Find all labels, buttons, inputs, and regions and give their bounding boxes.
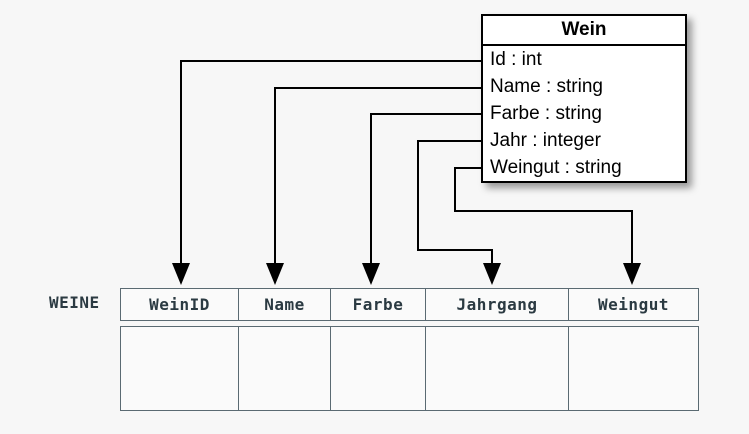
uml-attribute-id: Id : int bbox=[490, 49, 542, 70]
table-cell-farbe bbox=[331, 327, 426, 410]
connector-line bbox=[370, 113, 481, 266]
table-cell-name bbox=[239, 327, 331, 410]
uml-attribute-name: Name : string bbox=[490, 76, 603, 97]
down-arrow-icon bbox=[266, 263, 284, 285]
down-arrow-icon bbox=[483, 263, 501, 285]
column-header-weinid: WeinID bbox=[121, 289, 239, 320]
column-header-weingut: Weingut bbox=[598, 295, 669, 314]
connector-line bbox=[274, 87, 481, 266]
column-header-jahrgang: Jahrgang bbox=[426, 289, 569, 320]
table-header-row: WeinID Name Farbe Jahrgang Weingut bbox=[120, 288, 699, 321]
uml-attribute-weingut: Weingut : string bbox=[490, 157, 622, 178]
mapping-connector-id-to-weinid bbox=[172, 60, 481, 285]
down-arrow-icon bbox=[362, 263, 380, 285]
down-arrow-icon bbox=[172, 263, 190, 285]
uml-attribute-list: Id : int Name : string Farbe : string Ja… bbox=[483, 46, 685, 181]
mapping-connector-name-to-name bbox=[266, 87, 481, 285]
table-cell-weinid bbox=[121, 327, 239, 410]
mapping-connector-farbe-to-farbe bbox=[362, 113, 481, 285]
connector-line bbox=[180, 60, 481, 266]
column-header-name: Name bbox=[239, 289, 331, 320]
table-name-label: WEINE bbox=[49, 293, 100, 312]
table-cell-weingut bbox=[569, 327, 698, 410]
uml-class-box-wein[interactable]: Wein Id : int Name : string Farbe : stri… bbox=[481, 14, 687, 183]
uml-attribute-farbe: Farbe : string bbox=[490, 103, 602, 124]
column-header-farbe: Farbe bbox=[331, 289, 426, 320]
uml-class-name: Wein bbox=[483, 16, 685, 46]
table-cell-jahrgang bbox=[426, 327, 569, 410]
table-row bbox=[120, 326, 699, 411]
down-arrow-icon bbox=[623, 263, 641, 285]
uml-attribute-jahr: Jahr : integer bbox=[490, 130, 601, 151]
mapping-connector-weingut-to-weingut bbox=[454, 167, 641, 285]
relational-table-weine: WeinID Name Farbe Jahrgang Weingut bbox=[120, 288, 699, 411]
